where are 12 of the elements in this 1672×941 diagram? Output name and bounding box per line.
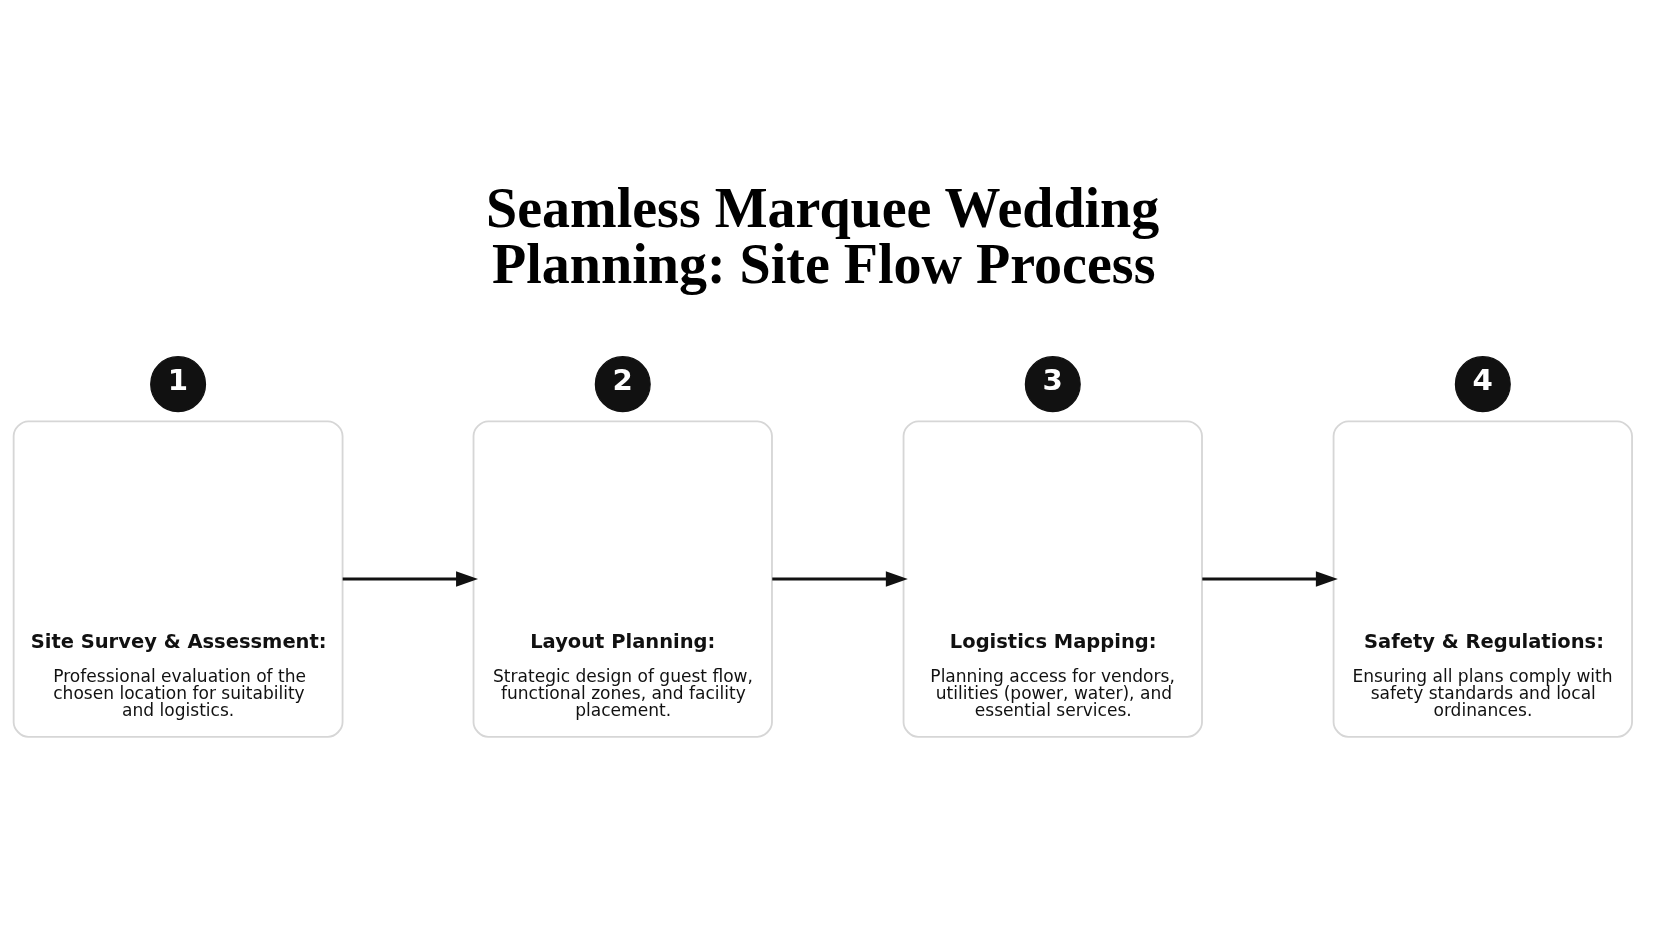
- node-circle: 3: [1024, 355, 1081, 412]
- node-box: Logistics Mapping: Planning access for vendors, utilities (power, water), and essential services.: [902, 419, 1203, 738]
- node-box: Safety & Regulations: Ensuring all plans comply with safety standards and local ordinances.: [1332, 419, 1633, 738]
- node-box: Layout Planning: Strategic design of guest flow, functional zones, and facility placement.: [472, 419, 773, 738]
- node-circle: 2: [594, 355, 651, 412]
- arrow: [772, 570, 908, 587]
- arrow: [1202, 570, 1338, 587]
- node-circle: 4: [1454, 355, 1511, 412]
- node-circle: 1: [150, 355, 207, 412]
- diagram-title: Seamless Marquee Wedding Planning: Site Flow Process: [486, 176, 1160, 295]
- node-box: Site Survey & Assessment: Professional evaluation of the chosen location for suitability and logistics.: [12, 419, 344, 738]
- arrow: [342, 570, 479, 587]
